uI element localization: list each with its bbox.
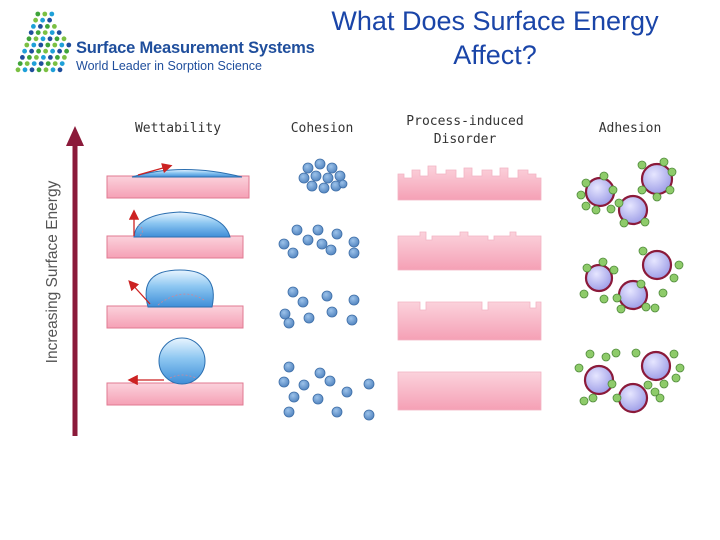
logo-dot (47, 17, 52, 23)
logo-dot (45, 42, 51, 48)
logo-dot (38, 42, 44, 48)
logo-dot (35, 11, 41, 17)
wettability-row-4 (106, 337, 244, 406)
logo-dot (55, 55, 60, 60)
column-label-wettability: Wettability (134, 121, 222, 136)
logo-dot (43, 48, 48, 54)
wettability-row-1 (106, 163, 250, 199)
logo-dot (27, 55, 32, 60)
logo-dot (29, 48, 34, 54)
slide-title-line-1: What Does Surface Energy (331, 6, 659, 36)
column-label-cohesion: Cohesion (290, 121, 354, 136)
logo-dot (33, 17, 38, 23)
cohesion-row-3 (279, 286, 360, 329)
logo-dot (45, 24, 50, 29)
logo-dot (22, 48, 27, 54)
logo-dot (49, 30, 55, 35)
logo-dot (28, 30, 34, 35)
logo-dot (34, 55, 39, 60)
logo-dot (24, 61, 30, 66)
process-induced-disorder-column (397, 165, 542, 411)
logo-dot (45, 61, 51, 66)
logo-company-name: Surface Measurement Systems (76, 39, 315, 57)
logo-dot (20, 55, 25, 60)
logo-dot (66, 42, 72, 48)
logo-dot (24, 42, 30, 48)
logo-dot (35, 30, 41, 35)
cohesion-column (278, 158, 375, 421)
logo-dot (56, 30, 62, 35)
logo-dot (31, 42, 37, 48)
logo-dot (59, 61, 65, 66)
logo-dot (38, 61, 44, 66)
logo-dot (43, 67, 49, 73)
logo-dot (15, 67, 21, 73)
company-logo: Surface Measurement Systems World Leader… (14, 10, 315, 76)
logo-dot (22, 67, 28, 73)
logo-dot (62, 55, 67, 60)
slide-title-line-2: Affect? (453, 40, 537, 70)
logo-dot (40, 17, 45, 23)
adhesion-column (574, 157, 685, 414)
logo-dot (52, 42, 58, 48)
logo-dot (17, 61, 23, 66)
dot-grid-logo-icon (15, 11, 72, 73)
adhesion-small-particles (574, 157, 685, 406)
logo-dot (41, 55, 46, 60)
logo-dot (42, 11, 48, 17)
wettability-column (106, 163, 250, 406)
logo-dot (64, 48, 69, 54)
logo-dot (52, 24, 57, 29)
logo-dot (36, 67, 42, 73)
logo-dot (36, 48, 41, 54)
disorder-row-3 (397, 301, 542, 341)
logo-dot (40, 36, 46, 42)
cohesion-row-1 (298, 158, 348, 194)
logo-dot (49, 11, 55, 17)
column-label-process-induced-disorder: Process-induced Disorder (406, 114, 524, 147)
logo-dot (57, 48, 62, 54)
adhesion-large-particles (583, 162, 674, 414)
logo-dot (38, 24, 43, 29)
logo-dot (59, 42, 65, 48)
logo-dot (50, 67, 56, 73)
logo-dot (33, 36, 39, 42)
logo-dot (52, 61, 58, 66)
logo-dot (47, 36, 53, 42)
logo-dot (54, 36, 60, 42)
logo-dot (26, 36, 32, 42)
logo-dot (57, 67, 63, 73)
logo-dot (42, 30, 48, 35)
column-label-adhesion: Adhesion (598, 121, 662, 136)
disorder-row-1 (397, 165, 542, 201)
cohesion-row-4 (278, 361, 375, 421)
disorder-row-2 (397, 231, 542, 271)
increasing-energy-arrow (66, 126, 84, 436)
logo-dot (61, 36, 67, 42)
logo-dot (29, 67, 35, 73)
wettability-row-2 (106, 209, 244, 259)
logo-dot (31, 61, 37, 66)
disorder-row-4 (397, 371, 542, 411)
logo-dot (50, 48, 55, 54)
logo-dot (48, 55, 53, 60)
cohesion-row-2 (278, 224, 360, 259)
logo-dot (31, 24, 36, 29)
logo-tagline: World Leader in Sorption Science (76, 59, 262, 73)
wettability-row-3 (106, 269, 244, 329)
